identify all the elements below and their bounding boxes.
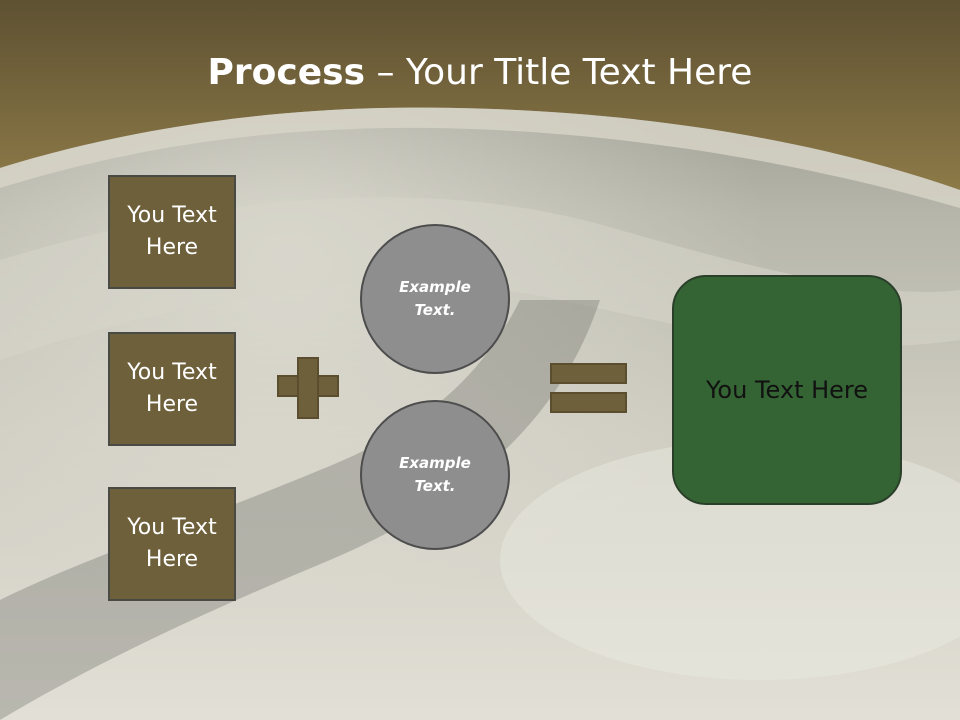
title-bold: Process (207, 52, 366, 93)
input-box-label: You Text Here (127, 515, 217, 572)
example-circle-1[interactable]: Example Text. (360, 224, 510, 374)
input-box-label: You Text Here (127, 203, 217, 260)
slide-title: Process – Your Title Text Here (0, 52, 960, 93)
input-box-label: You Text Here (127, 360, 217, 417)
equals-bottom-bar (550, 392, 627, 413)
circle-label: Example Text. (399, 454, 471, 495)
result-label: You Text Here (705, 376, 869, 404)
input-box-1[interactable]: You Text Here (108, 175, 236, 289)
title-rest: – Your Title Text Here (365, 52, 753, 93)
result-box[interactable]: You Text Here (672, 275, 902, 505)
plus-vertical-bar (297, 357, 319, 419)
circle-label: Example Text. (399, 278, 471, 319)
example-circle-2[interactable]: Example Text. (360, 400, 510, 550)
input-box-2[interactable]: You Text Here (108, 332, 236, 446)
equals-top-bar (550, 363, 627, 384)
input-box-3[interactable]: You Text Here (108, 487, 236, 601)
